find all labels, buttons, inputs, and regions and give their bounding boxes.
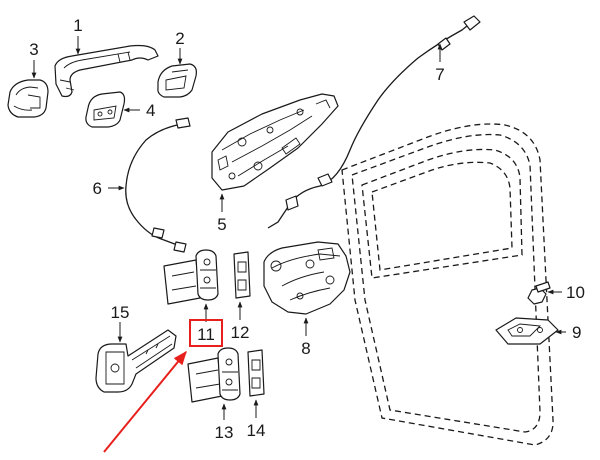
callout-8: 8 — [301, 339, 310, 358]
callout-9: 9 — [572, 323, 581, 342]
part-15-door-check — [95, 329, 177, 393]
leader-lines — [31, 36, 566, 420]
callout-3: 3 — [29, 40, 38, 59]
part-11-hinge-upper — [163, 249, 219, 305]
callout-1: 1 — [73, 16, 82, 35]
part-4-gasket — [85, 91, 126, 128]
callout-5: 5 — [217, 215, 226, 234]
callout-14: 14 — [247, 421, 266, 440]
highlight-arrow — [103, 350, 187, 453]
callout-13: 13 — [215, 423, 234, 442]
part-5-lock-module — [211, 93, 339, 191]
callout-7: 7 — [435, 65, 444, 84]
part-2-escutcheon — [157, 63, 197, 98]
callout-11: 11 — [197, 325, 215, 344]
callout-2: 2 — [175, 29, 184, 48]
part-8-latch — [263, 241, 351, 315]
part-6-cable — [125, 117, 191, 253]
part-10-bolt — [527, 281, 551, 305]
part-3-handle-cap — [7, 79, 49, 118]
part-9-striker — [495, 317, 559, 345]
part-12-shim-upper — [233, 251, 251, 299]
part-14-shim-lower — [247, 349, 265, 397]
part-1-outer-handle — [54, 44, 159, 98]
callout-15: 15 — [111, 303, 130, 322]
door-outline — [341, 123, 554, 446]
part-13-hinge-lower — [187, 347, 241, 403]
callout-12: 12 — [231, 323, 250, 342]
part-7-cable — [267, 15, 481, 229]
callout-6: 6 — [93, 179, 102, 198]
callout-4: 4 — [146, 101, 155, 120]
callout-labels: 3 1 2 4 5 6 7 8 9 10 11 12 13 14 15 — [29, 16, 585, 442]
highlight-box — [189, 319, 223, 347]
callout-10: 10 — [566, 283, 585, 302]
